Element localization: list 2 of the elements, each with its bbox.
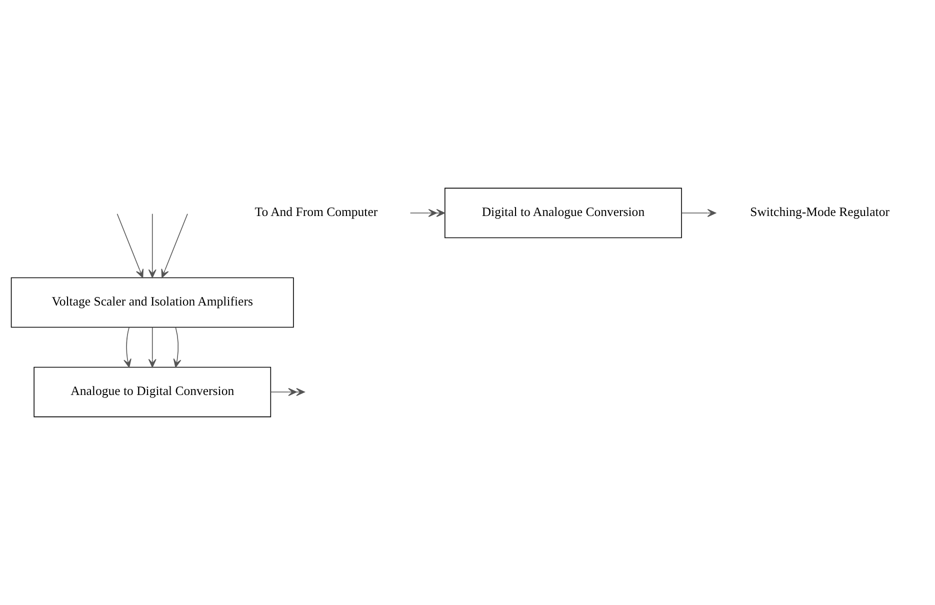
- node-text: To And From Computer: [254, 205, 378, 220]
- node-text: Switching-Mode Regulator: [750, 205, 890, 220]
